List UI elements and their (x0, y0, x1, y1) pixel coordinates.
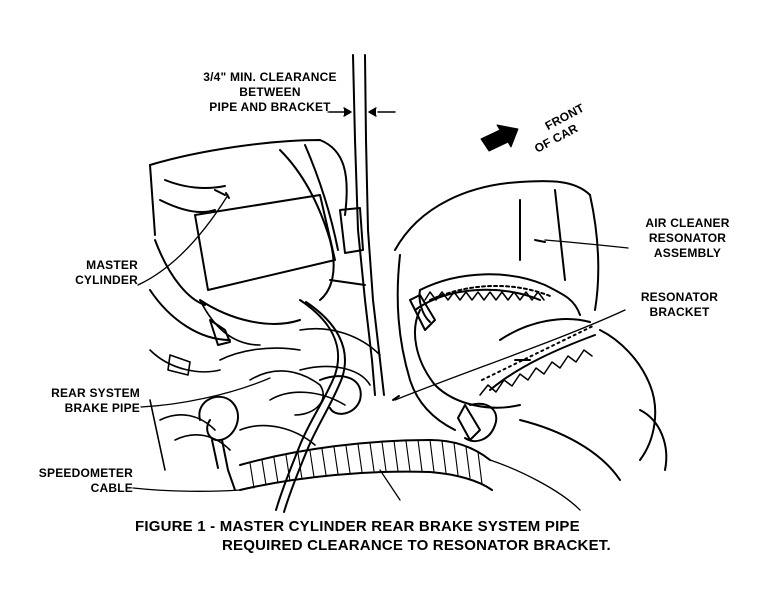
leader-lines (132, 111, 629, 492)
air-cleaner-resonator-drawing (394, 180, 668, 481)
clearance-pipes (329, 54, 385, 396)
clearance-label: 3/4" MIN. CLEARANCE BETWEEN PIPE AND BRA… (203, 70, 337, 114)
resonator-bracket-label: RESONATOR BRACKET (640, 290, 719, 319)
clearance-dimension (329, 107, 396, 117)
figure-caption-line2: REQUIRED CLEARANCE TO RESONATOR BRACKET. (222, 537, 611, 554)
rear-system-brake-pipe-label: REAR SYSTEM BRAKE PIPE (51, 386, 140, 415)
master-cylinder-drawing (149, 139, 348, 346)
speedometer-cable-drawing (239, 439, 581, 511)
engine-bay-detail (149, 299, 381, 471)
air-cleaner-label: AIR CLEANER RESONATOR ASSEMBLY (645, 216, 730, 260)
figure-caption-line1: FIGURE 1 - MASTER CYLINDER REAR BRAKE SY… (135, 518, 580, 535)
front-arrow-icon (480, 124, 519, 152)
hose-clamps (424, 291, 593, 396)
master-cylinder-label: MASTER CYLINDER (75, 258, 138, 287)
speedometer-cable-label: SPEEDOMETER CABLE (38, 466, 133, 495)
